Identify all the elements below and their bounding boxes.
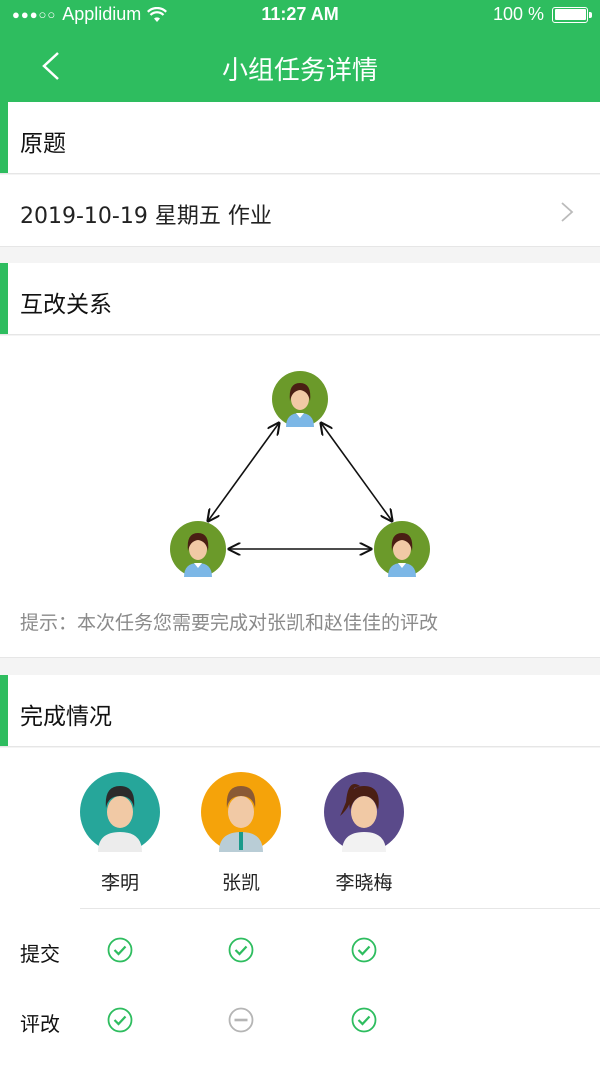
status-bar: ●●●○○ Applidium 11:27 AM 100 %: [0, 0, 600, 30]
section-header-original: 原题: [0, 102, 600, 174]
app-header: ●●●○○ Applidium 11:27 AM 100 % 小组任务详情: [0, 0, 600, 102]
check-circle-icon: [351, 1007, 377, 1033]
row-label: 提交: [20, 942, 60, 966]
completion-table: 李明 张凯 李晓梅 提交 评改: [0, 748, 600, 1067]
page-title: 小组任务详情: [221, 56, 378, 86]
section-title: 互改关系: [20, 292, 112, 318]
chevron-right-icon: [561, 202, 574, 222]
carrier-name: Applidium: [62, 4, 142, 24]
avatar: [201, 772, 281, 852]
review-hint: 提示：本次任务您需要完成对张凯和赵佳佳的评改: [20, 612, 439, 634]
peer-review-graph: 提示：本次任务您需要完成对张凯和赵佳佳的评改: [0, 336, 600, 658]
member-li-xiaomei[interactable]: 李晓梅: [314, 772, 414, 895]
accent-bar: [0, 102, 8, 173]
avatar-node-top: [272, 371, 328, 427]
signal-icon: ●●●○○: [12, 7, 57, 22]
original-assignment-link[interactable]: 2019-10-19 星期五 作业: [0, 175, 600, 247]
wifi-icon: [147, 6, 168, 22]
avatar: [324, 772, 404, 852]
review-arrows: [0, 336, 600, 596]
row-label: 评改: [20, 1012, 60, 1036]
battery-percent: 100 %: [492, 4, 544, 24]
member-zhang-kai[interactable]: 张凯: [191, 772, 291, 895]
battery-icon: [552, 6, 592, 23]
member-name: 张凯: [221, 872, 260, 894]
status-row-submit: 提交: [0, 930, 600, 970]
section-header-completion: 完成情况: [0, 675, 600, 747]
check-circle-icon: [228, 937, 254, 963]
divider: [80, 908, 600, 909]
check-circle-icon: [107, 1007, 133, 1033]
check-circle-icon: [351, 937, 377, 963]
avatar-node-right: [374, 521, 430, 577]
member-li-ming[interactable]: 李明: [70, 772, 170, 895]
assignment-title: 2019-10-19 星期五 作业: [20, 204, 272, 229]
section-title: 原题: [20, 131, 66, 157]
member-name: 李晓梅: [335, 872, 393, 894]
nav-bar: 小组任务详情: [0, 30, 600, 102]
section-title: 完成情况: [20, 704, 112, 730]
accent-bar: [0, 263, 8, 334]
check-circle-icon: [107, 937, 133, 963]
avatar: [80, 772, 160, 852]
clock: 11:27 AM: [261, 4, 339, 24]
status-row-review: 评改: [0, 1000, 600, 1040]
accent-bar: [0, 675, 8, 746]
section-header-relations: 互改关系: [0, 263, 600, 335]
back-button[interactable]: [34, 48, 70, 84]
member-name: 李明: [100, 872, 139, 894]
avatar-node-left: [170, 521, 226, 577]
minus-circle-icon: [228, 1007, 254, 1033]
